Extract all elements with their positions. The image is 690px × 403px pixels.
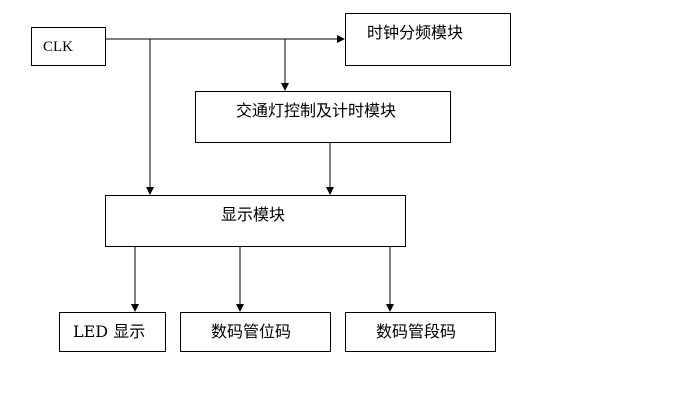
led-display-label: LED 显示: [73, 322, 146, 341]
led-display-box: LED 显示: [59, 312, 166, 352]
clk-box: CLK: [31, 27, 106, 66]
traffic-light-label: 交通灯控制及计时模块: [236, 101, 397, 120]
clock-divider-box: 时钟分频模块: [345, 13, 511, 66]
display-box: 显示模块: [105, 195, 406, 247]
digit-position-box: 数码管位码: [180, 312, 331, 352]
digit-position-label: 数码管位码: [211, 322, 292, 341]
clk-label: CLK: [43, 39, 73, 55]
display-label: 显示模块: [221, 205, 286, 224]
digit-segment-label: 数码管段码: [376, 322, 457, 341]
traffic-light-box: 交通灯控制及计时模块: [195, 91, 451, 143]
clock-divider-label: 时钟分频模块: [367, 23, 464, 42]
digit-segment-box: 数码管段码: [345, 312, 496, 352]
